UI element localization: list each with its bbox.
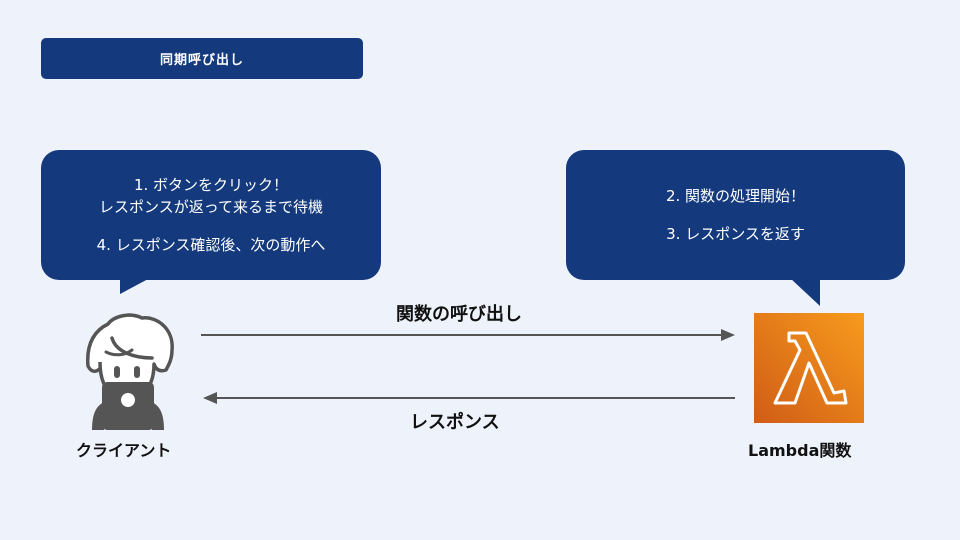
title-badge: 同期呼び出し xyxy=(41,38,363,79)
call-arrow-label: 関数の呼び出し xyxy=(396,304,522,325)
client-bubble-line-2: レスポンスが返って来るまで待機 xyxy=(99,198,323,216)
lambda-icon xyxy=(754,313,864,423)
response-arrow xyxy=(203,392,735,404)
client-bubble-tail xyxy=(120,278,150,294)
lambda-label: Lambda関数 xyxy=(748,441,852,460)
client-bubble-line-3: 4. レスポンス確認後、次の動作へ xyxy=(96,236,326,254)
lambda-bubble-gap xyxy=(566,207,905,223)
response-arrow-label: レスポンス xyxy=(410,412,500,433)
arrows xyxy=(201,329,735,404)
lambda-bubble-line-2: 3. レスポンスを返す xyxy=(666,225,805,243)
lambda-bubble-line-1: 2. 関数の処理開始！ xyxy=(665,187,806,205)
title-badge-text: 同期呼び出し xyxy=(159,53,244,68)
call-arrow xyxy=(201,329,735,341)
client-bubble-line-1: 1. ボタンをクリック！ xyxy=(133,176,289,194)
client-user-icon xyxy=(86,313,174,430)
client-bubble-gap xyxy=(41,218,381,234)
client-speech-bubble: 1. ボタンをクリック！ レスポンスが返って来るまで待機 4. レスポンス確認後… xyxy=(41,150,381,280)
client-label: クライアント xyxy=(76,441,172,460)
lambda-bubble-tail xyxy=(790,278,820,306)
lambda-speech-bubble: 2. 関数の処理開始！ 3. レスポンスを返す xyxy=(566,150,905,280)
